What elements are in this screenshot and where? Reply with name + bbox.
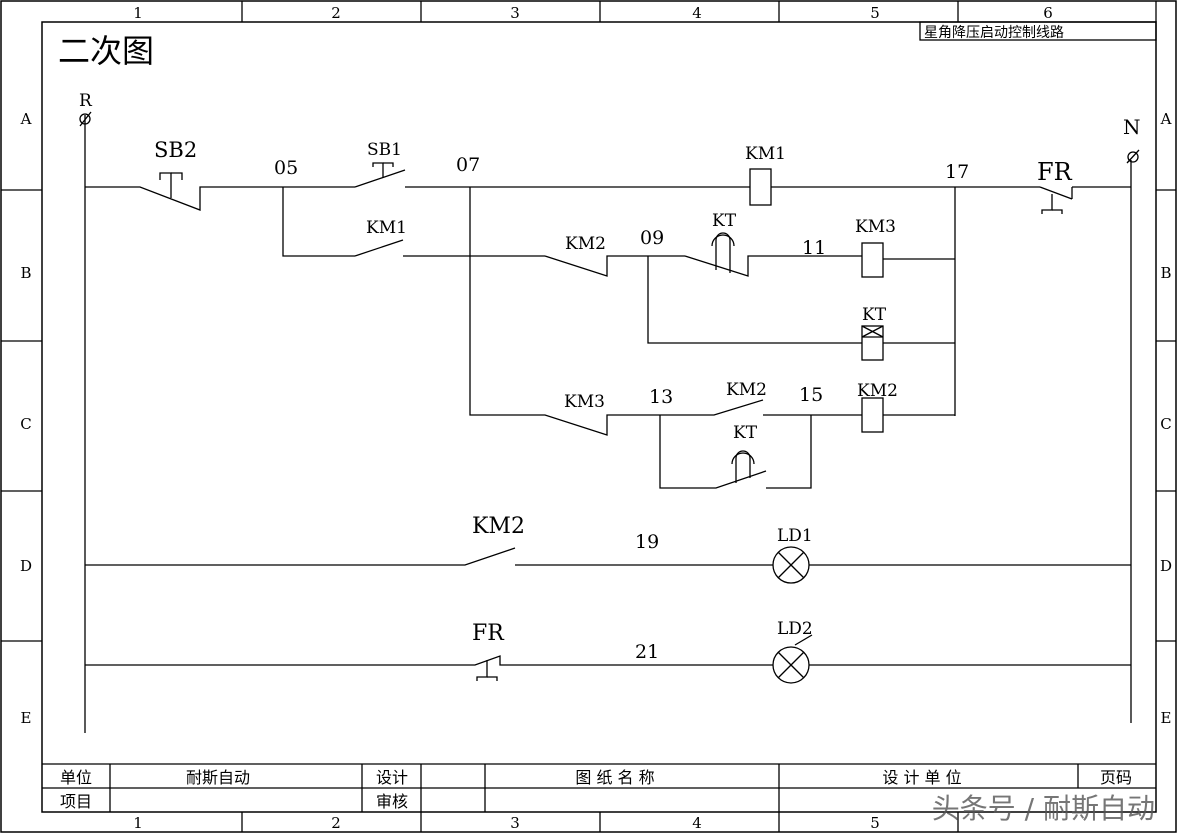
drawing-name: 星角降压启动控制线路 <box>924 25 1064 41</box>
rail-label-n: N <box>1123 115 1141 139</box>
kt-no-label: KT <box>733 423 758 443</box>
column-label: 1 <box>133 814 143 832</box>
km3-coil-label: KM3 <box>855 217 896 237</box>
node-17: 17 <box>945 161 969 183</box>
row-label: D <box>20 557 32 575</box>
row-label: B <box>20 264 31 282</box>
ld2-label: LD2 <box>777 619 813 639</box>
row-label: B <box>1160 264 1171 282</box>
km2-lamp-contact-label: KM2 <box>472 514 525 539</box>
ld1-label: LD1 <box>777 526 813 546</box>
row-label: A <box>1160 110 1172 128</box>
node-21: 21 <box>635 641 659 663</box>
page-label: 页码 <box>1100 768 1132 787</box>
km3-nc-label: KM3 <box>564 392 605 412</box>
km2-no-label: KM2 <box>726 380 767 400</box>
column-label: 2 <box>331 4 341 22</box>
column-label: 5 <box>870 814 880 832</box>
node-09: 09 <box>640 227 664 249</box>
drawing-name-label: 图 纸 名 称 <box>575 768 654 787</box>
km1-contact-label: KM1 <box>366 218 407 238</box>
project-label: 项目 <box>60 792 92 811</box>
unit-label: 单位 <box>60 768 92 787</box>
title-block: 单位 耐斯自动 设计 图 纸 名 称 设 计 单 位 页码 项目 审核 头条号 … <box>42 763 1156 825</box>
design-label: 设计 <box>376 768 408 787</box>
row-label: C <box>1160 415 1171 433</box>
row-label: E <box>21 709 32 727</box>
kt-nc-label: KT <box>712 211 737 231</box>
row-label: C <box>20 415 31 433</box>
sb1-label: SB1 <box>367 140 402 160</box>
row-label: E <box>1161 709 1172 727</box>
row-label: D <box>1160 557 1172 575</box>
rail-label-r: R <box>79 91 93 111</box>
column-label: 3 <box>510 4 520 22</box>
column-label: 2 <box>331 814 341 832</box>
kt-coil-label: KT <box>862 305 887 325</box>
node-11: 11 <box>802 237 826 259</box>
column-label: 6 <box>1043 4 1053 22</box>
column-label: 4 <box>692 814 702 832</box>
row-label: A <box>20 110 32 128</box>
column-label: 4 <box>692 4 702 22</box>
km1-coil-label: KM1 <box>745 144 786 164</box>
unit-value: 耐斯自动 <box>186 768 250 787</box>
node-13: 13 <box>649 386 673 408</box>
node-19: 19 <box>635 531 659 553</box>
node-07: 07 <box>456 154 480 176</box>
node-15: 15 <box>799 384 823 406</box>
column-label: 5 <box>870 4 880 22</box>
sheet-title: 二次图 <box>58 32 154 70</box>
review-label: 审核 <box>376 792 408 811</box>
km2-coil-label: KM2 <box>857 381 898 401</box>
node-05: 05 <box>274 157 298 179</box>
wiring <box>79 111 1140 733</box>
design-unit-label: 设 计 单 位 <box>882 768 961 787</box>
watermark: 头条号 / 耐斯自动 <box>932 792 1155 825</box>
column-label: 1 <box>133 4 143 22</box>
km2-nc-label: KM2 <box>565 234 606 254</box>
fr-lamp-contact-label: FR <box>472 621 505 646</box>
fr-contact-label: FR <box>1037 158 1073 186</box>
sb2-label: SB2 <box>154 138 197 162</box>
column-label: 3 <box>510 814 520 832</box>
